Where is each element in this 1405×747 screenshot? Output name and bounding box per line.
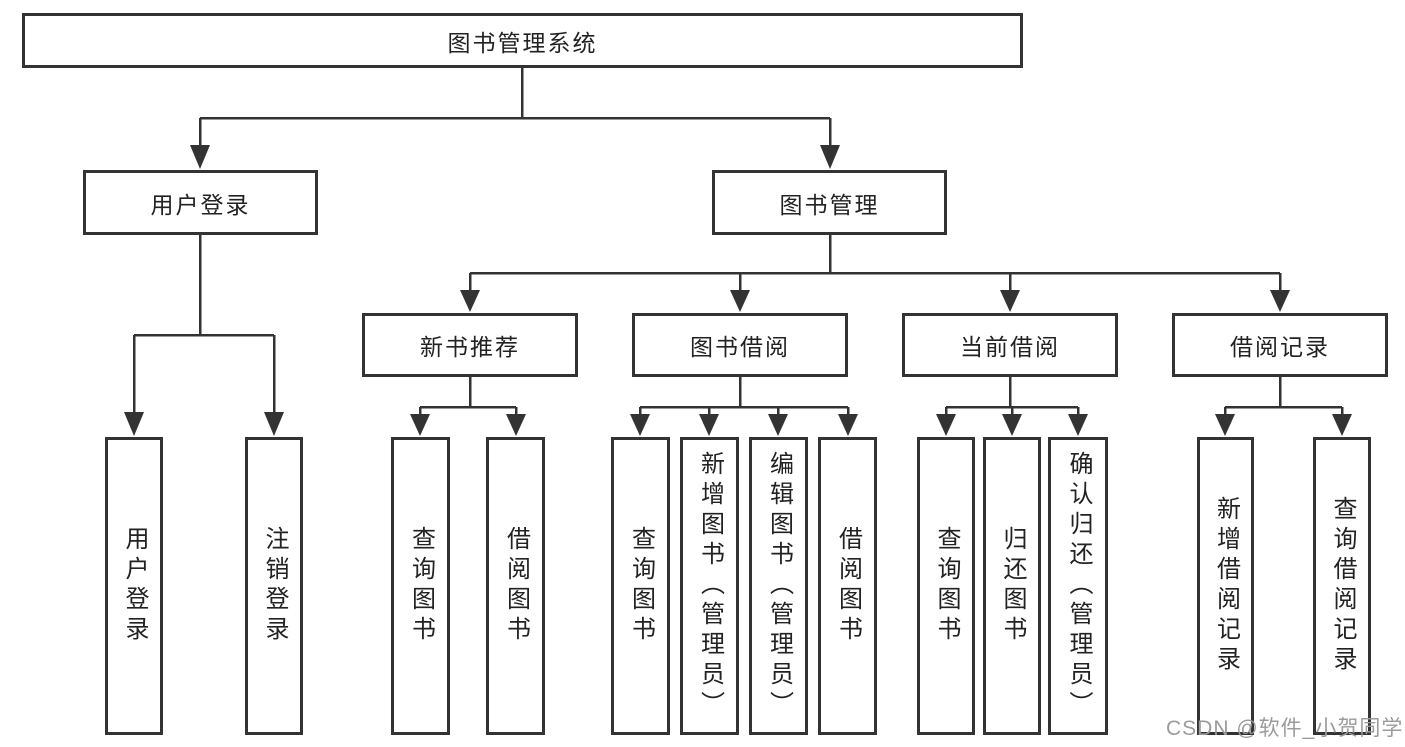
leaf-borrowing-borrow-books: 借阅图书 <box>818 437 877 735</box>
leaf-records-add-record: 新增借阅记录 <box>1197 437 1254 735</box>
leaf-user-login: 用户登录 <box>105 437 163 735</box>
node-current-borrowing: 当前借阅 <box>902 313 1118 377</box>
leaf-current-query-books: 查询图书 <box>917 437 975 735</box>
leaf-logout: 注销登录 <box>245 437 303 735</box>
leaf-newrec-borrow-books: 借阅图书 <box>486 437 545 735</box>
node-user-login: 用户登录 <box>83 170 318 235</box>
leaf-current-return-books: 归还图书 <box>983 437 1041 735</box>
node-book-management: 图书管理 <box>712 170 947 235</box>
arrowheads <box>124 145 1352 436</box>
leaf-borrowing-edit-books-admin: 编辑图书（管理员） <box>749 437 808 735</box>
csdn-watermark: CSDN @软件_小贺同学 <box>1166 717 1404 740</box>
leaf-borrowing-query-books: 查询图书 <box>611 437 670 735</box>
node-borrowing-records: 借阅记录 <box>1172 313 1388 377</box>
leaf-borrowing-add-books-admin: 新增图书（管理员） <box>680 437 739 735</box>
leaf-records-query-record: 查询借阅记录 <box>1313 437 1371 735</box>
node-library-system: 图书管理系统 <box>22 13 1023 68</box>
node-book-borrowing: 图书借阅 <box>632 313 848 377</box>
node-new-book-recommendation: 新书推荐 <box>362 313 578 377</box>
leaf-current-confirm-return-admin: 确认归还（管理员） <box>1048 437 1108 735</box>
leaf-newrec-query-books: 查询图书 <box>391 437 450 735</box>
